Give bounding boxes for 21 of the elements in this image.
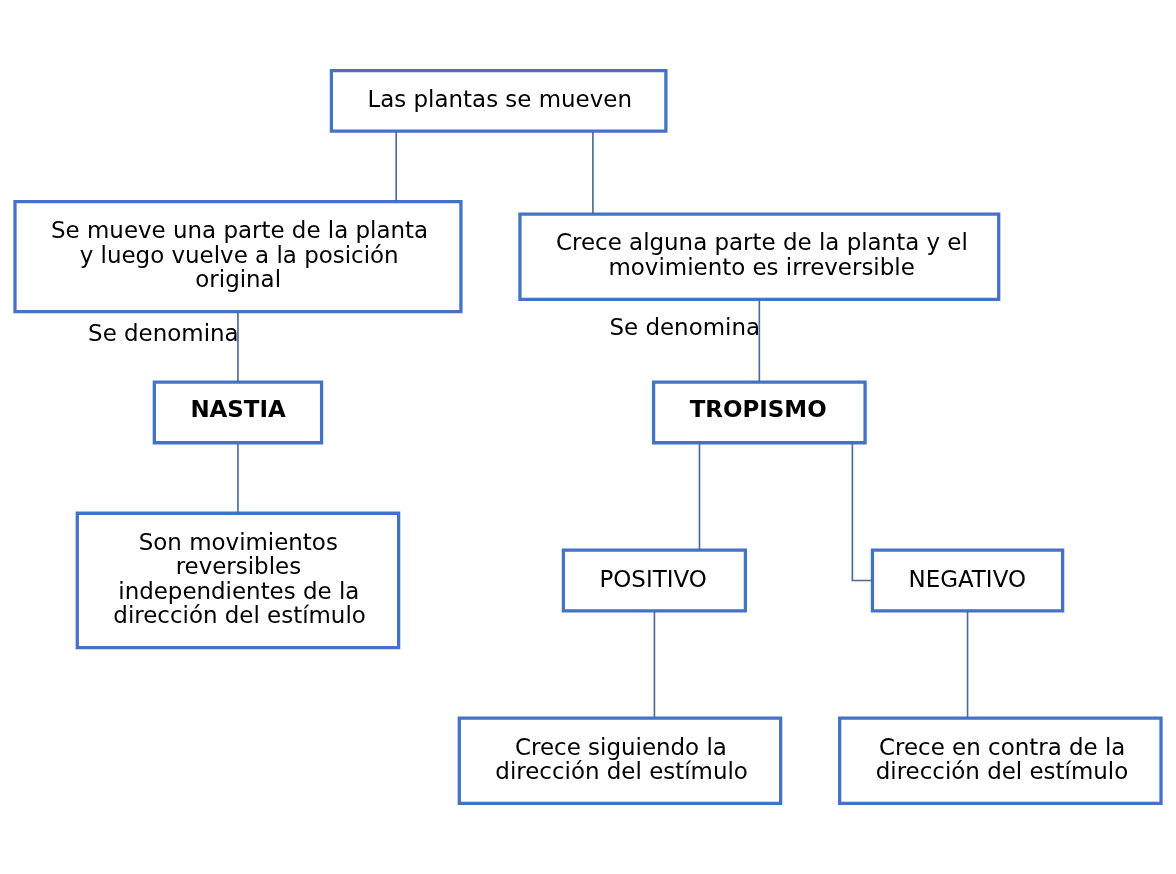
connector	[653, 610, 656, 719]
connector	[237, 311, 239, 383]
node-box: POSITIVO	[561, 548, 748, 613]
node-box: Se mueve una parte de la planta y luego vuelve a la posición original	[13, 200, 463, 314]
node-box: TROPISMO	[651, 380, 867, 445]
edge-label: Se denomina	[609, 313, 760, 340]
node-box: Las plantas se mueven	[329, 68, 668, 133]
connector	[698, 442, 701, 551]
connector	[237, 442, 239, 514]
connector	[758, 298, 761, 383]
edge-label: Se denomina	[88, 319, 239, 346]
connector	[395, 130, 397, 203]
connector	[592, 130, 594, 215]
node-box: NASTIA	[152, 380, 324, 445]
node-box: Crece siguiendo la dirección del estímulo	[457, 716, 783, 806]
node-box: Crece en contra de la dirección del estímulo	[838, 716, 1163, 806]
connector	[851, 442, 874, 582]
node-box: NEGATIVO	[870, 548, 1065, 613]
node-box: Son movimientos reversibles independientes de la dirección del estímulo	[75, 511, 401, 650]
connector	[966, 610, 969, 719]
node-box: Crece alguna parte de la planta y el movimiento es irreversible	[518, 212, 1001, 301]
